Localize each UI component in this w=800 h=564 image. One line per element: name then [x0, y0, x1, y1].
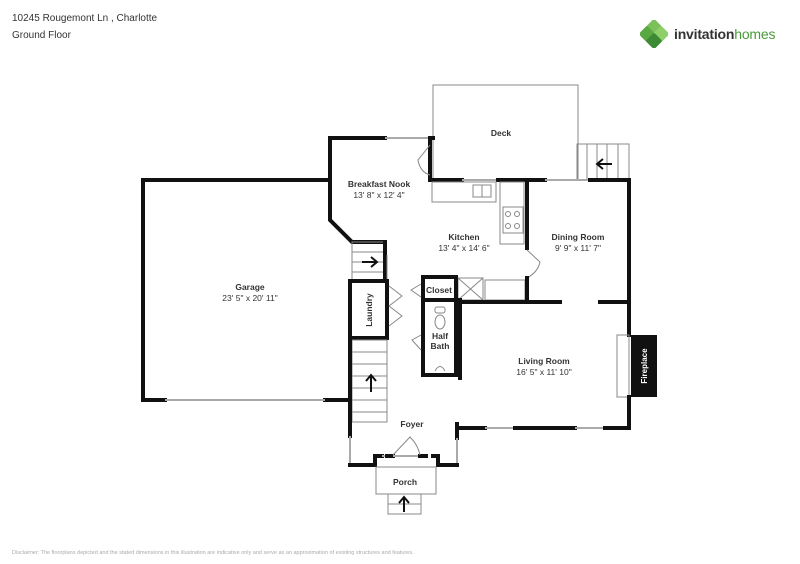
porch-label: Porch — [393, 477, 417, 487]
garage-dims: 23' 5" x 20' 11" — [222, 293, 277, 303]
deck-label: Deck — [491, 128, 512, 138]
dining-room-label: Dining Room — [552, 232, 605, 242]
fireplace — [631, 335, 657, 397]
foyer-walls — [348, 454, 384, 467]
foyer-label: Foyer — [400, 419, 424, 429]
brand-name: invitationhomes — [674, 26, 776, 42]
half-bath-walls — [421, 298, 458, 377]
living-room-dims: 16' 5" x 11' 10" — [516, 367, 571, 377]
garage-walls — [141, 178, 352, 402]
dining-room-dims: 9' 9" x 11' 7" — [555, 243, 601, 253]
living-room-label: Living Room — [518, 356, 570, 366]
porch-steps — [387, 493, 422, 515]
breakfast-nook-dims: 13' 8" x 12' 4" — [353, 190, 404, 200]
arrow-right-icon — [362, 256, 379, 268]
breakfast-nook-label: Breakfast Nook — [348, 179, 411, 189]
kitchen-label: Kitchen — [448, 232, 479, 242]
header: 10245 Rougemont Ln , Charlotte Ground Fl… — [12, 10, 157, 44]
half-bath-label-1: Half — [432, 331, 448, 341]
laundry-walls — [348, 279, 389, 340]
refrigerator — [457, 277, 484, 301]
fireplace-hearth — [616, 334, 630, 398]
laundry-label: Laundry — [364, 293, 374, 327]
floor-label: Ground Floor — [12, 30, 71, 41]
deck-stairs — [576, 143, 630, 181]
half-bath-label-2: Bath — [431, 341, 450, 351]
disclaimer: Disclaimer: The floorplans depicted and … — [12, 550, 414, 556]
property-address: 10245 Rougemont Ln , Charlotte — [12, 13, 158, 24]
brand-logo: invitationhomes — [640, 20, 775, 48]
toilet-icon — [434, 314, 446, 330]
closet-walls — [421, 275, 458, 302]
arrow-up-icon — [398, 495, 410, 512]
arrow-left-icon — [595, 158, 612, 170]
arrow-up-icon — [365, 373, 377, 392]
garage-label: Garage — [235, 282, 265, 292]
closet-label: Closet — [426, 285, 452, 295]
fireplace-label: Fireplace — [640, 348, 649, 384]
green-clover-logo-icon — [640, 20, 668, 48]
stairs-upper — [351, 241, 386, 281]
kitchen-dims: 13' 4" x 14' 6" — [438, 243, 489, 253]
stairs-lower — [351, 339, 388, 423]
